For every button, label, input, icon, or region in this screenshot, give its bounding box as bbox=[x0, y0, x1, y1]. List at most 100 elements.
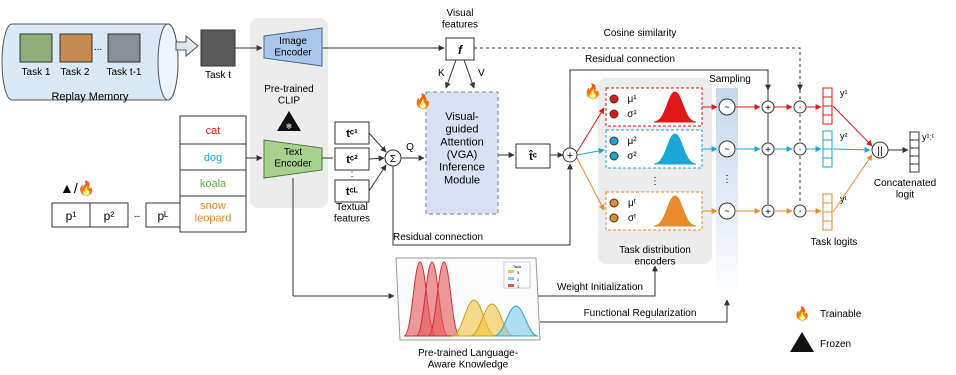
tcL-label: tᶜᴸ bbox=[346, 186, 359, 198]
concat-label: y¹ːᵗ bbox=[922, 132, 934, 142]
tde-row-2 bbox=[605, 129, 703, 169]
sigma-1: σ¹ bbox=[627, 109, 637, 120]
language-knowledge-plot bbox=[395, 257, 541, 341]
knowledge-legend-2: 2 bbox=[517, 277, 520, 282]
tc-hat-box bbox=[515, 143, 551, 169]
prompt-box bbox=[145, 202, 181, 228]
task3-thumbnail bbox=[107, 33, 141, 63]
svg-text:·: · bbox=[798, 144, 801, 155]
tc-ellipsis: : bbox=[351, 169, 354, 180]
mu-t: μᵗ bbox=[628, 198, 636, 209]
cosine-similarity-label: Cosine similarity bbox=[604, 28, 677, 39]
tc-hat-label: t̂ᶜ bbox=[529, 150, 537, 163]
task-t-label: Task t bbox=[205, 70, 231, 81]
frozen-legend-label: Frozen bbox=[820, 339, 851, 350]
text-encoder bbox=[263, 139, 323, 179]
task-t-image bbox=[200, 29, 236, 67]
knowledge-legend-1: 1 bbox=[517, 284, 520, 289]
knowledge-legend-3: 3 bbox=[517, 270, 520, 275]
tc2-label: tᶜ² bbox=[346, 154, 358, 166]
mu-1: μ¹ bbox=[627, 94, 637, 105]
concat-op: || bbox=[877, 146, 882, 157]
svg-text:·: · bbox=[798, 102, 801, 113]
svg-text:⋮: ⋮ bbox=[650, 176, 660, 187]
class-name-stack bbox=[179, 115, 247, 233]
svg-text:~: ~ bbox=[724, 206, 729, 216]
logit-y2: y² bbox=[840, 131, 848, 141]
task-label: Task 2 bbox=[61, 67, 90, 78]
prompt-ellipsis: -- bbox=[134, 211, 140, 221]
tde-row-t bbox=[605, 191, 703, 231]
task-label: Task t-1 bbox=[106, 67, 141, 78]
svg-text:+: + bbox=[765, 145, 771, 156]
sigma-2: σ² bbox=[627, 151, 637, 162]
replay-memory bbox=[1, 23, 179, 101]
combine-nodes: + + + · · · bbox=[761, 90, 807, 218]
task-ellipsis: ... bbox=[94, 42, 102, 53]
task-logit-bars bbox=[822, 87, 833, 231]
class-cat: cat bbox=[206, 125, 221, 137]
tc1-label: tᶜ¹ bbox=[346, 128, 358, 140]
prompt-box bbox=[89, 202, 129, 228]
prompt-box bbox=[51, 202, 91, 228]
svg-text:❄: ❄ bbox=[286, 122, 293, 131]
svg-text:+: + bbox=[567, 150, 573, 162]
svg-text:⋮: ⋮ bbox=[722, 174, 732, 185]
trainable-legend-icon: 🔥 bbox=[794, 306, 810, 321]
trainable-legend-label: Trainable bbox=[820, 309, 862, 320]
class-koala: koala bbox=[200, 178, 227, 190]
knowledge-title: Pre-trained Language-Aware Knowledge bbox=[418, 348, 518, 371]
svg-text:+: + bbox=[765, 103, 771, 114]
sigma-t: σᵗ bbox=[628, 213, 636, 224]
f-label: f bbox=[458, 43, 463, 57]
task-label: Task 1 bbox=[22, 67, 51, 78]
mu-2: μ² bbox=[627, 136, 637, 147]
class-dog: dog bbox=[204, 152, 222, 164]
prompt-pL: pᴸ bbox=[158, 209, 169, 223]
task2-thumbnail bbox=[59, 33, 93, 63]
svg-text:+: + bbox=[765, 207, 771, 218]
vga-module bbox=[425, 91, 499, 215]
svg-text:·: · bbox=[798, 206, 801, 217]
svg-text:~: ~ bbox=[724, 144, 729, 154]
trainable-icon: 🔥 bbox=[414, 93, 431, 110]
task-logits-title: Task logits bbox=[811, 237, 858, 248]
logit-y1: y¹ bbox=[840, 88, 848, 98]
frozen-legend-icon bbox=[790, 332, 814, 352]
knowledge-legend-title: Task bbox=[513, 264, 521, 269]
k-label: K bbox=[438, 68, 445, 79]
weight-init-label: Weight Initialization bbox=[557, 282, 643, 293]
residual-bottom-label: Residual connection bbox=[393, 232, 483, 243]
residual-top-label: Residual connection bbox=[585, 54, 675, 65]
visual-feature-box bbox=[445, 37, 475, 61]
sampling-label: Sampling bbox=[709, 74, 751, 85]
sum-symbol: Σ bbox=[390, 154, 396, 165]
svg-text:~: ~ bbox=[724, 102, 729, 112]
frozen-icon bbox=[277, 111, 301, 131]
image-encoder bbox=[263, 27, 323, 67]
prompt-legend-icons: ▲/🔥 bbox=[60, 180, 95, 197]
tde-row-1 bbox=[605, 87, 703, 127]
v-label: V bbox=[478, 68, 485, 79]
task1-thumbnail bbox=[19, 33, 53, 63]
q-label: Q bbox=[406, 142, 414, 153]
sampling-column bbox=[716, 88, 738, 298]
trainable-icon: 🔥 bbox=[584, 83, 601, 100]
prompt-p1: p¹ bbox=[66, 209, 77, 223]
prompt-p2: p² bbox=[104, 209, 115, 223]
memory-arrow bbox=[175, 34, 199, 58]
concat-logit-bar bbox=[909, 131, 920, 173]
replay-memory-title: Replay Memory bbox=[51, 91, 129, 103]
functional-reg-label: Functional Regularization bbox=[584, 308, 697, 319]
logit-yt: yᵗ bbox=[840, 194, 847, 204]
